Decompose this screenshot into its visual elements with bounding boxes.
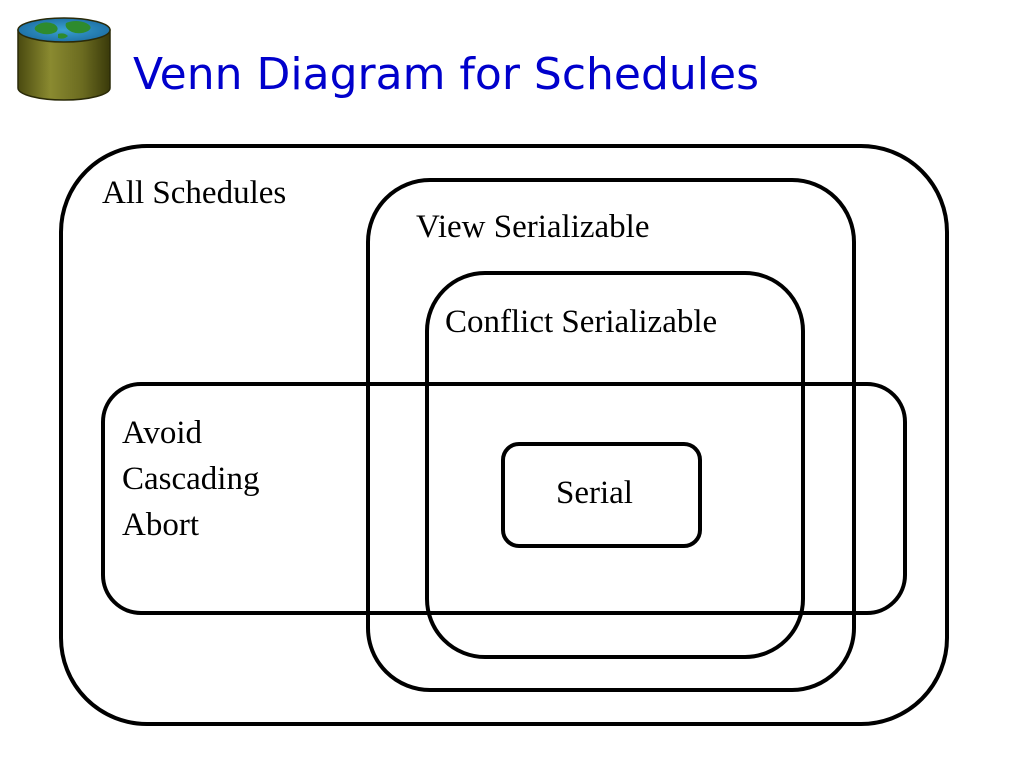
view-serializable-set [366,178,856,692]
view-serializable-label: View Serializable [416,209,650,245]
avoid-cascading-abort-set [101,382,907,615]
avoid-cascading-abort-line-3: Abort [122,507,199,543]
all-schedules-set [59,144,949,726]
avoid-cascading-abort-line-1: Avoid [122,415,203,451]
serial-set [501,442,702,548]
conflict-serializable-set [425,271,805,659]
conflict-serializable-label: Conflict Serializable [445,304,718,340]
serial-label: Serial [556,475,633,511]
all-schedules-label: All Schedules [102,175,287,211]
avoid-cascading-abort-label: Avoid Cascading Abort [122,410,259,548]
avoid-cascading-abort-line-2: Cascading [122,461,260,497]
slide-title: Venn Diagram for Schedules [133,49,760,100]
database-globe-icon [17,17,111,101]
